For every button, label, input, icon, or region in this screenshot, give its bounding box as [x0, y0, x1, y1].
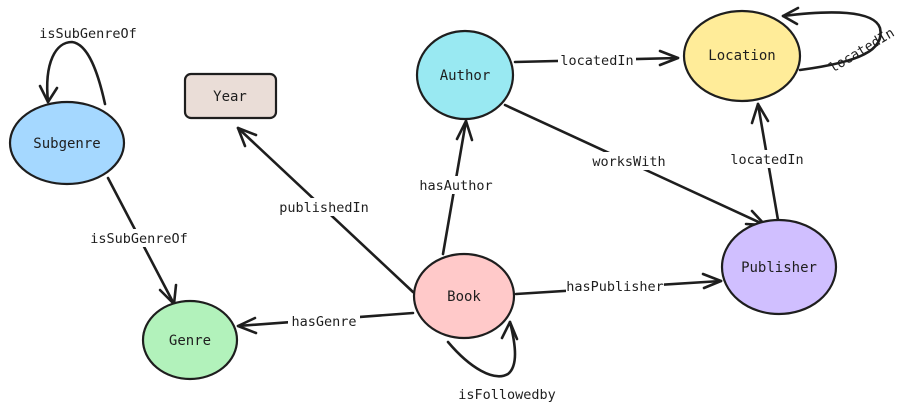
edge-label-bg [288, 312, 360, 330]
edge-label-bg [558, 51, 636, 69]
year-node-label: Year [213, 89, 247, 105]
edge-label-bg [414, 176, 498, 194]
node-location[interactable]: Location [682, 9, 802, 103]
edge-label-bg [566, 277, 664, 295]
book-node-label: Book [447, 289, 481, 305]
node-year[interactable]: Year [183, 72, 278, 120]
node-book[interactable]: Book [412, 252, 516, 340]
node-publisher[interactable]: Publisher [720, 218, 838, 316]
edge-label-subgenre-subgenre: isSubGenreOf [39, 26, 137, 42]
publisher-node-shape [720, 218, 838, 316]
edge-label-book-publisher: hasPublisher [566, 279, 664, 295]
edge-label-author-location: locatedIn [560, 53, 633, 69]
edge-label-bg [728, 150, 806, 168]
edge-label-book-year: publishedIn [279, 200, 368, 216]
edge-label-book-author: hasAuthor [419, 178, 492, 194]
subgenre-node-shape [8, 100, 126, 186]
node-subgenre[interactable]: Subgenre [8, 100, 126, 186]
edge-label-author-publisher: worksWith [592, 154, 665, 170]
edge-label-bg [88, 229, 190, 247]
author-node-label: Author [440, 68, 491, 84]
edge-location-location [781, 6, 882, 72]
edge-label-location-location: locatedIn [826, 25, 897, 76]
author-node-shape [415, 29, 515, 121]
publisher-node-label: Publisher [741, 260, 817, 276]
year-node-shape [183, 72, 278, 120]
edge-subgenre-subgenre [38, 40, 107, 106]
node-author[interactable]: Author [415, 29, 515, 121]
genre-node-shape [141, 299, 239, 381]
edge-book-book [446, 320, 519, 378]
book-node-shape [412, 252, 516, 340]
edge-label-book-book: isFollowedby [458, 387, 556, 403]
location-node-shape [682, 9, 802, 103]
edge-label-publisher-location: locatedIn [730, 152, 803, 168]
edge-label-book-genre: hasGenre [291, 314, 356, 330]
subgenre-node-label: Subgenre [33, 136, 100, 152]
genre-node-label: Genre [169, 333, 211, 349]
node-genre[interactable]: Genre [141, 299, 239, 381]
edge-label-bg [588, 152, 670, 170]
edge-label-bg [278, 198, 370, 216]
edge-label-subgenre-genre: isSubGenreOf [90, 231, 188, 247]
location-node-label: Location [708, 48, 775, 64]
